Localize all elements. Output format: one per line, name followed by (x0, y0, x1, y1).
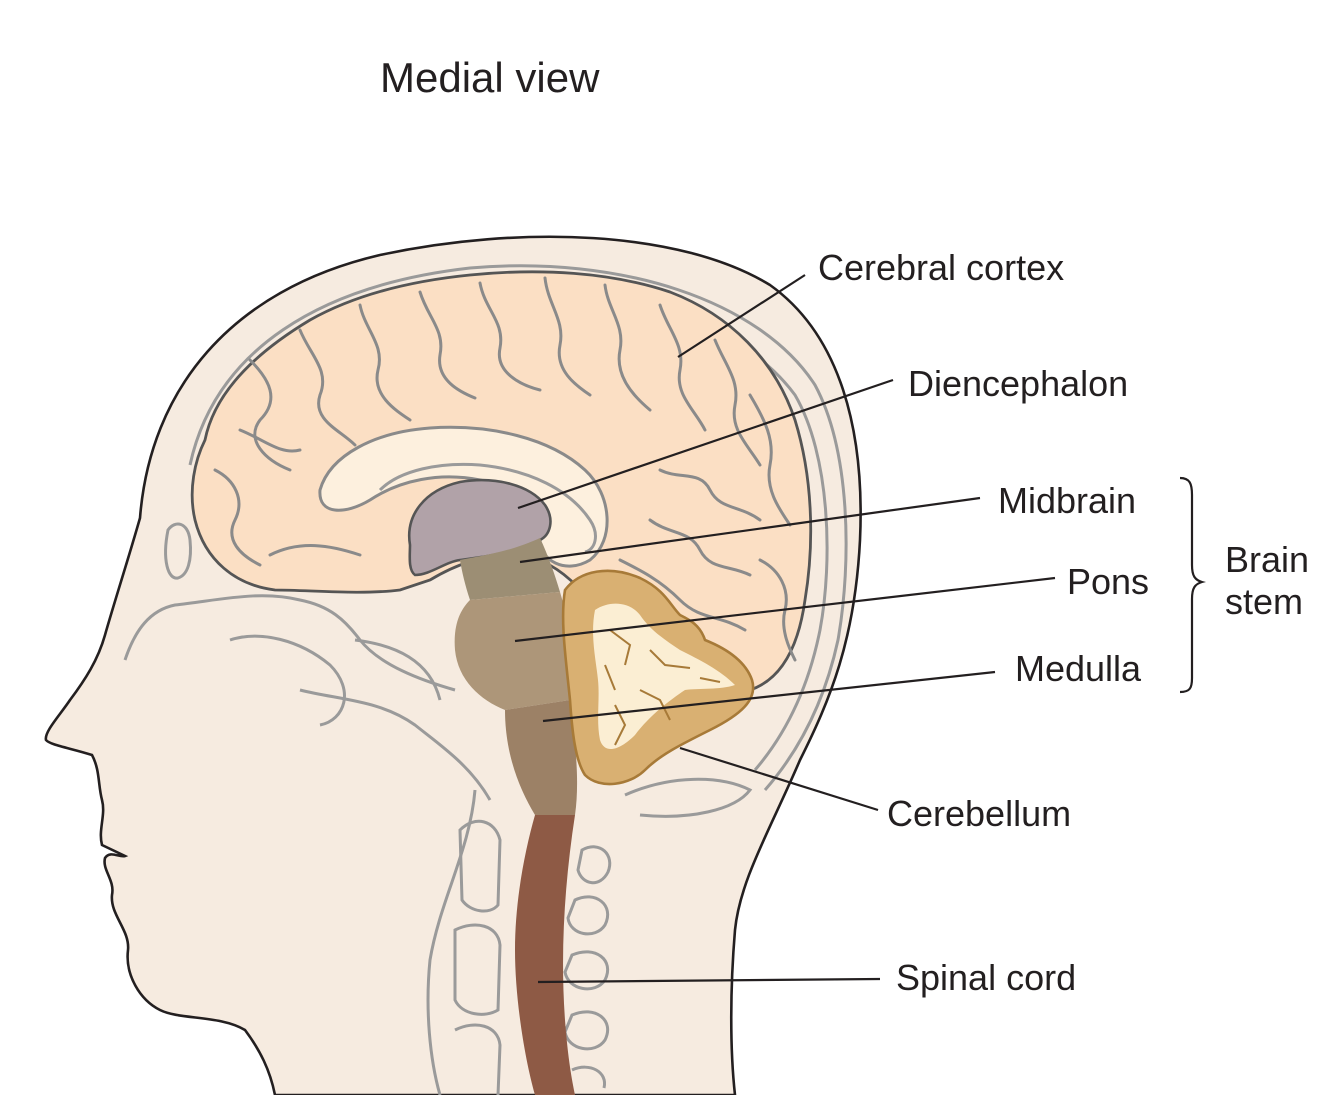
label-spinal-cord: Spinal cord (896, 957, 1076, 998)
label-medulla: Medulla (1015, 648, 1142, 689)
corpus-callosum-inner (378, 462, 597, 554)
leader-line-cerebellum (679, 746, 879, 812)
label-midbrain: Midbrain (998, 480, 1136, 521)
label-cerebellum: Cerebellum (887, 793, 1071, 834)
jaw-line (354, 638, 442, 701)
vertebra (566, 895, 610, 936)
pharynx-line (426, 789, 477, 1095)
palate-line (299, 688, 492, 801)
label-pons: Pons (1067, 561, 1149, 602)
corpus-callosum (318, 425, 609, 568)
vertebra (571, 1065, 607, 1089)
skull-base-line (123, 594, 456, 692)
midbrain-shape (460, 538, 560, 600)
leader-line-cerebral-cortex (677, 274, 806, 358)
label-diencephalon: Diencephalon (908, 363, 1128, 404)
brain-stem-brace (1179, 476, 1206, 694)
frontal-sinus (164, 522, 192, 580)
vertebral-body (454, 1023, 502, 1095)
cerebellum-folia (604, 629, 721, 746)
occipital-line (624, 777, 753, 818)
diagram-title: Medial view (380, 54, 600, 101)
pons-shape (454, 592, 572, 710)
vertebra (576, 845, 612, 885)
leader-line-pons (514, 576, 1056, 643)
vertebral-body (458, 819, 502, 913)
label-brain-stem-line2: stem (1225, 581, 1303, 622)
vertebra (563, 1010, 610, 1051)
spinal-cord-shape (515, 815, 575, 1095)
skull-outer-line (188, 264, 848, 791)
medulla-shape (505, 700, 578, 815)
leader-line-midbrain (519, 496, 981, 564)
leader-line-diencephalon (517, 378, 894, 510)
vertebral-body (453, 923, 502, 1016)
leader-line-medulla (542, 670, 996, 723)
label-brain-stem-line1: Brain (1225, 539, 1309, 580)
label-cerebral-cortex: Cerebral cortex (818, 247, 1064, 288)
diencephalon-shape (407, 478, 552, 577)
leader-line-spinal-cord (537, 977, 881, 984)
nasal-cavity-line (229, 634, 346, 727)
